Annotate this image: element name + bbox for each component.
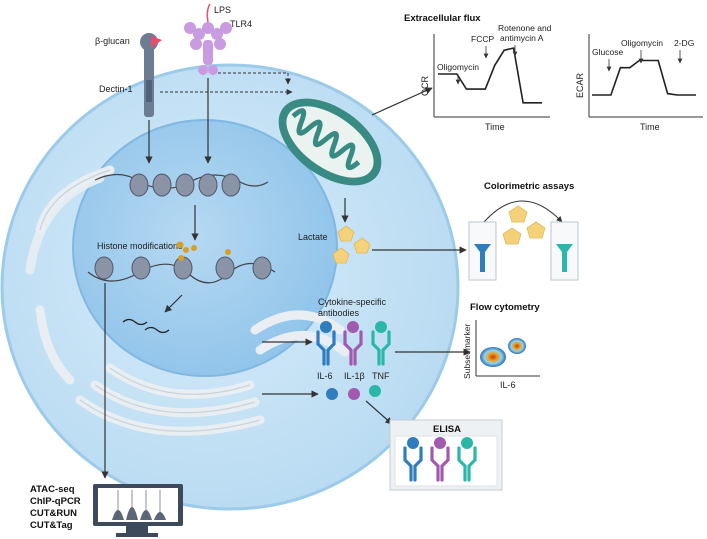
elisa-antibody-0 bbox=[403, 437, 423, 482]
ecar-annot-2dg: 2-DG bbox=[674, 38, 694, 48]
elisa-panel: ELISA bbox=[389, 419, 503, 491]
seq-method-2: CUT&RUN bbox=[30, 508, 77, 519]
flow-xlabel: IL-6 bbox=[500, 380, 516, 390]
tlr4-receptor bbox=[184, 22, 232, 75]
elisa-antibodies bbox=[403, 437, 477, 482]
ecar-line bbox=[592, 59, 696, 96]
lactate-molecules bbox=[332, 225, 371, 264]
ecar-xlabel: Time bbox=[640, 122, 660, 132]
colorimetric-title: Colorimetric assays bbox=[484, 181, 574, 192]
mitochondrion bbox=[278, 98, 382, 186]
seq-method-0: ATAC-seq bbox=[30, 484, 75, 495]
antibody-0 bbox=[316, 321, 336, 366]
flow-plot: Subset marker IL-6 bbox=[462, 320, 540, 390]
chromatin-top bbox=[94, 173, 269, 197]
sequencing-monitor bbox=[93, 484, 183, 537]
elisa-antibody-2 bbox=[457, 437, 477, 482]
ocr-xlabel: Time bbox=[485, 122, 505, 132]
tlr4-label: TLR4 bbox=[230, 19, 252, 29]
antibody-label-2: TNF bbox=[372, 371, 390, 381]
antibodies-title-1: Cytokine-specific bbox=[318, 297, 387, 307]
ocr-annot-antimycin: antimycin A bbox=[500, 33, 544, 43]
ecar-chart: ECAR Time Glucose Oligomycin 2-DG bbox=[575, 34, 703, 132]
flow-title: Flow cytometry bbox=[470, 302, 540, 313]
ocr-annot-fccp: FCCP bbox=[471, 34, 494, 44]
transcript-strands bbox=[122, 318, 170, 334]
chromatin-open bbox=[87, 241, 276, 284]
antibody-label-0: IL-6 bbox=[317, 371, 333, 381]
free-cytokines bbox=[326, 385, 381, 400]
dectin1-label: Dectin-1 bbox=[99, 84, 133, 94]
dectin1-receptor bbox=[140, 33, 162, 117]
beta-glucan-label: β-glucan bbox=[95, 36, 130, 46]
flow-ylabel: Subset marker bbox=[462, 324, 472, 379]
ocr-ylabel: OCR bbox=[420, 76, 430, 97]
lps-label: LPS bbox=[214, 5, 231, 15]
colorimetric-assay bbox=[468, 200, 579, 281]
ocr-chart: OCR Time Oligomycin FCCP Rotenone and an… bbox=[420, 23, 552, 132]
antibody-group: IL-6 IL-1β TNF bbox=[316, 321, 391, 381]
antibody-2 bbox=[371, 321, 391, 366]
ocr-annot-oligomycin: Oligomycin bbox=[437, 62, 479, 72]
antibody-label-1: IL-1β bbox=[344, 371, 365, 381]
seq-method-1: ChIP-qPCR bbox=[30, 496, 81, 507]
ecar-ylabel: ECAR bbox=[575, 72, 585, 98]
ocr-line bbox=[438, 47, 542, 104]
flux-title: Extracellular flux bbox=[404, 13, 481, 24]
sequencing-methods: ATAC-seq ChIP-qPCR CUT&RUN CUT&Tag bbox=[30, 484, 81, 531]
lactate-label: Lactate bbox=[298, 232, 328, 242]
ocr-annot-rotenone: Rotenone and bbox=[498, 23, 552, 33]
ecar-annot-oligomycin: Oligomycin bbox=[621, 38, 663, 48]
antibodies-title-2: antibodies bbox=[318, 308, 360, 318]
elisa-title: ELISA bbox=[433, 424, 461, 435]
elisa-antibody-1 bbox=[430, 437, 450, 482]
antibody-1 bbox=[343, 321, 363, 366]
ecar-annot-glucose: Glucose bbox=[592, 47, 623, 57]
histone-modifications-label: Histone modifications bbox=[97, 241, 183, 251]
seq-method-3: CUT&Tag bbox=[30, 520, 73, 531]
